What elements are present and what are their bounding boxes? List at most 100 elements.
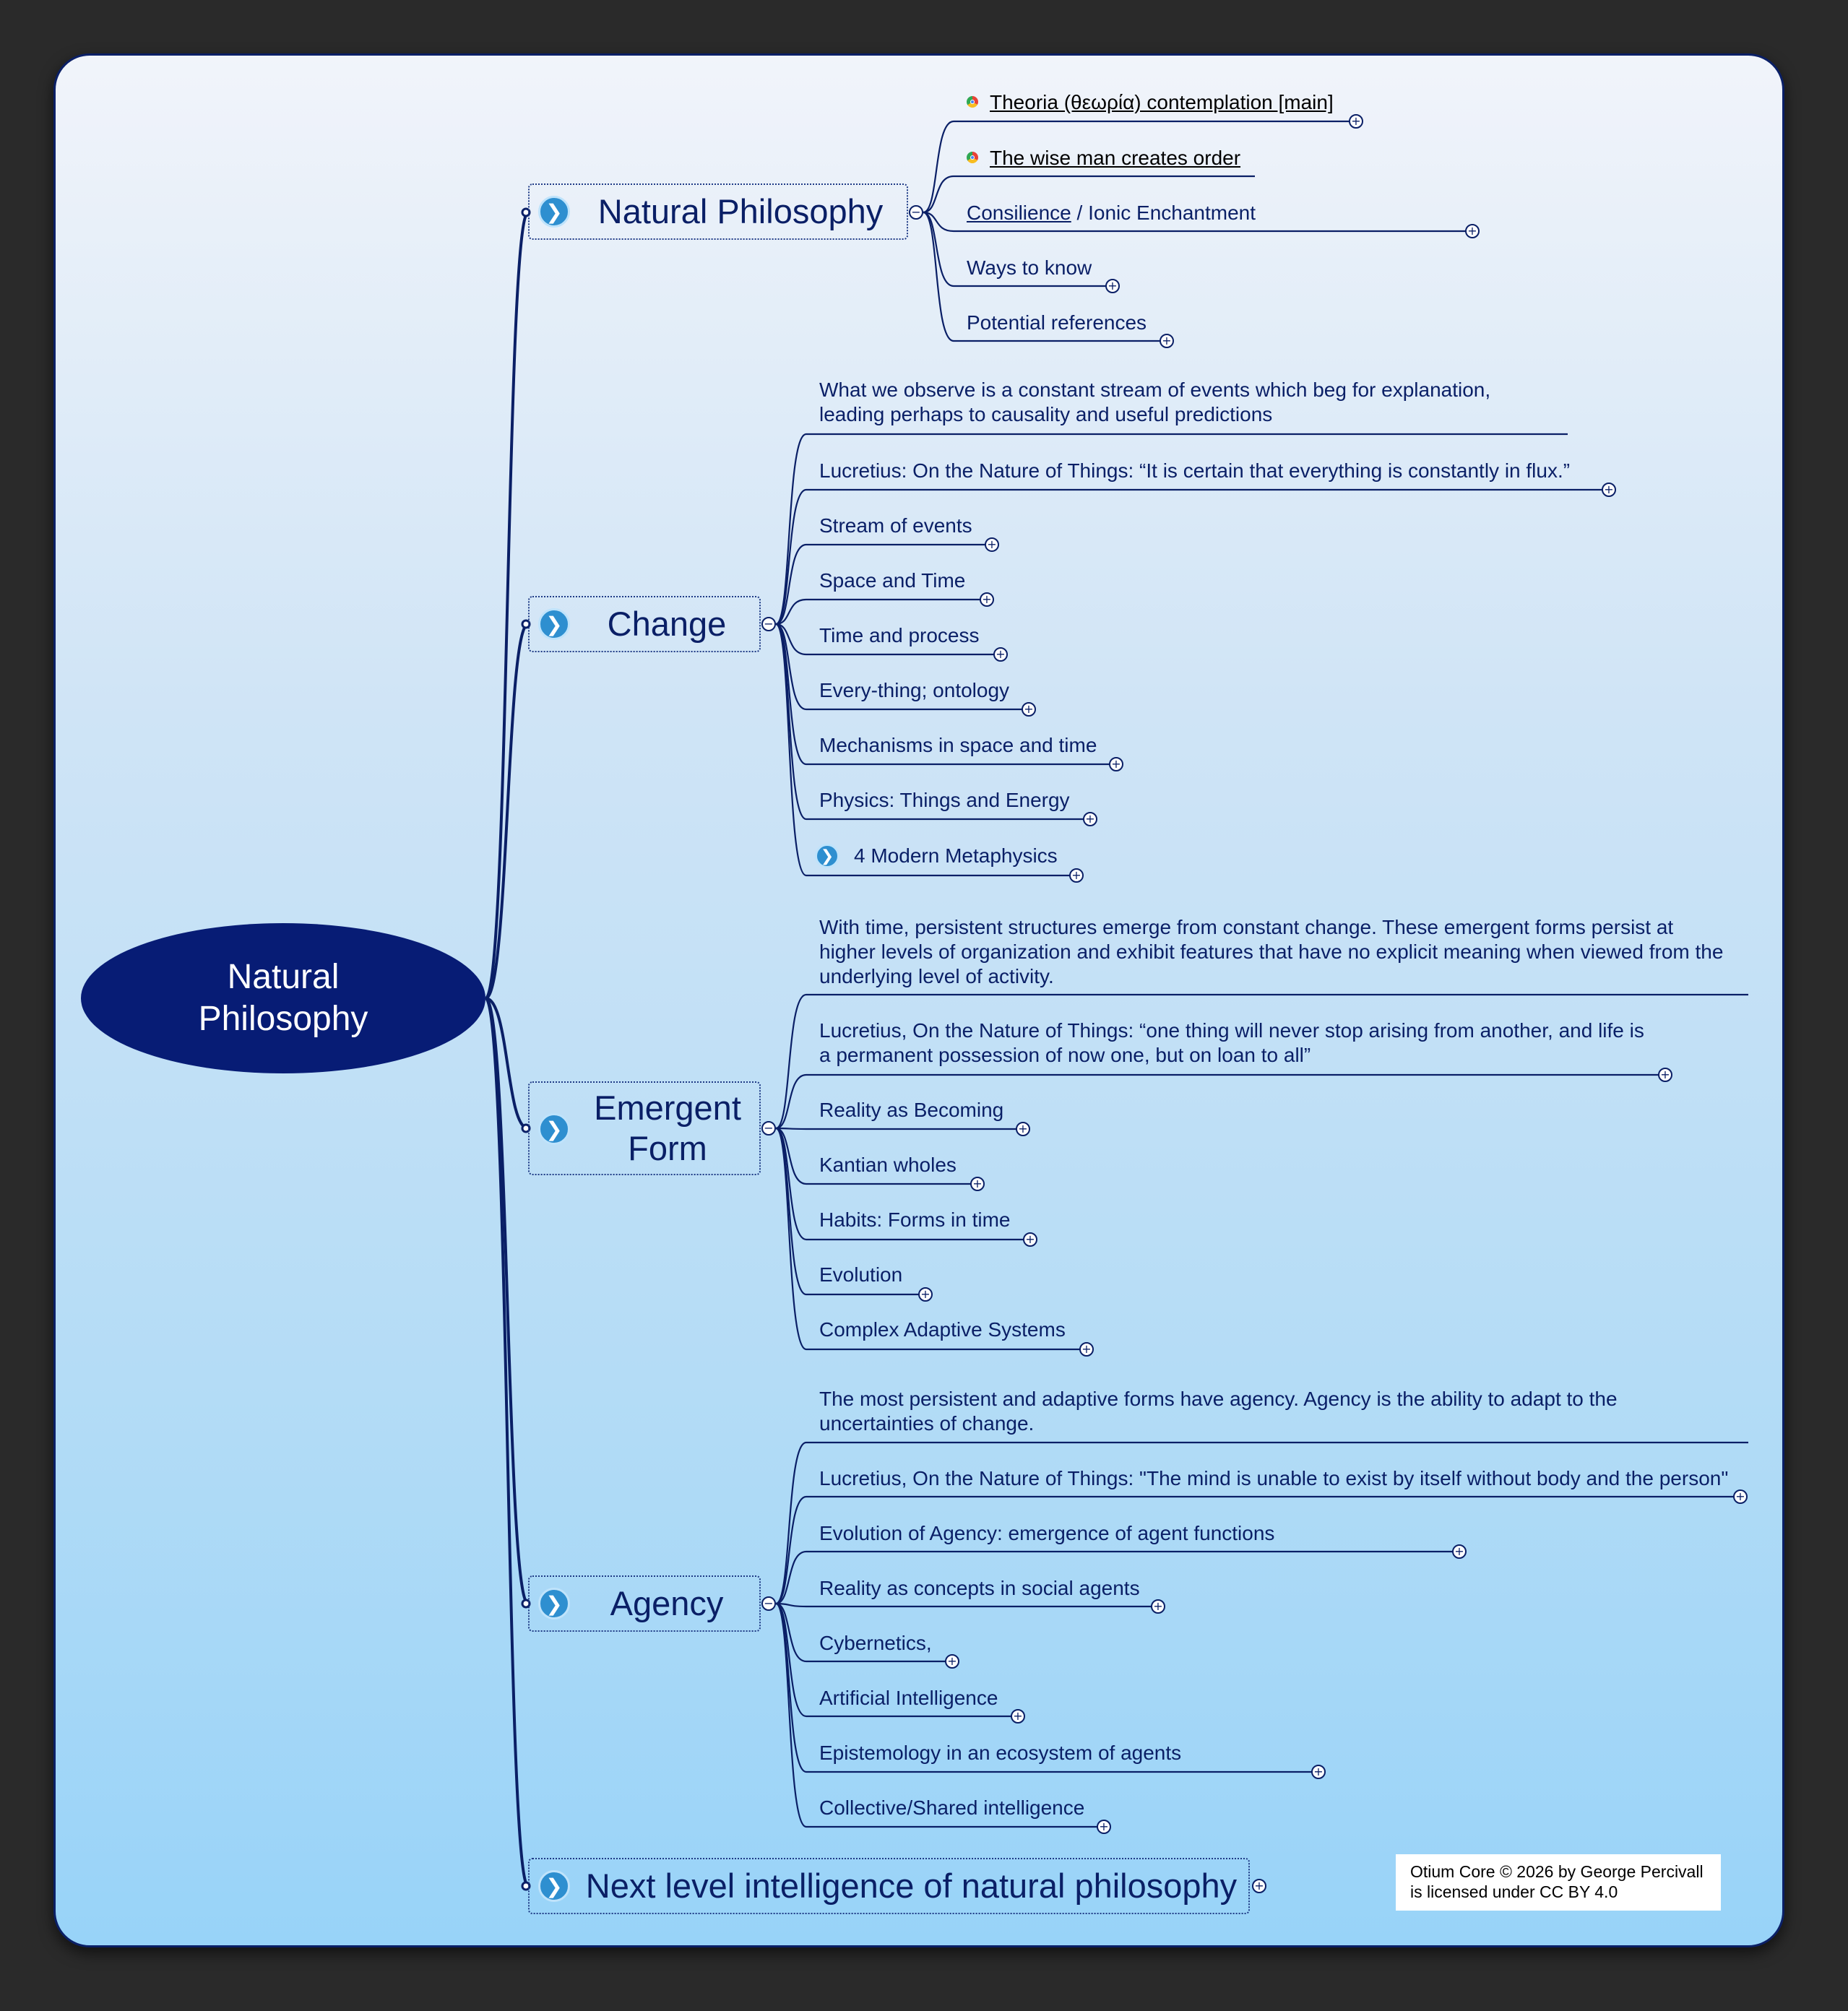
topic-emergent-form[interactable]: ❯ Emergent Form — [528, 1081, 761, 1175]
connector-line — [775, 1602, 952, 1663]
subtopic-text: Artificial Intelligence — [819, 1687, 998, 1709]
subtopic-text: Epistemology in an ecosystem of agents — [819, 1742, 1182, 1764]
subtopic[interactable]: Reality as concepts in social agents — [819, 1576, 1140, 1601]
navigate-icon[interactable]: ❯ — [538, 1870, 570, 1902]
expand-toggle[interactable]: + — [1658, 1068, 1672, 1082]
expand-toggle[interactable]: + — [918, 1287, 933, 1302]
subtopic[interactable]: Evolution — [819, 1263, 902, 1287]
subtopic[interactable]: Physics: Things and Energy — [819, 788, 1070, 813]
subtopic-link[interactable]: Consilience — [967, 202, 1071, 224]
connector-line — [774, 1127, 1087, 1351]
expand-toggle[interactable]: + — [1349, 114, 1363, 129]
subtopic[interactable]: 4 Modern Metaphysics — [854, 844, 1058, 868]
topic-label: Agency — [610, 1584, 724, 1622]
connector-line — [775, 488, 1609, 626]
subtopic[interactable]: Every-thing; ontology — [819, 678, 1009, 703]
topic-change[interactable]: ❯ Change — [528, 596, 761, 652]
connector-line — [775, 1127, 1030, 1241]
subtopic-text: Reality as concepts in social agents — [819, 1577, 1140, 1599]
connector-dot — [521, 619, 531, 629]
subtopic[interactable]: Stream of events — [819, 514, 972, 538]
expand-toggle[interactable]: + — [1083, 812, 1097, 826]
subtopic-link[interactable]: The wise man creates order — [990, 147, 1241, 169]
subtopic-text: Mechanisms in space and time — [819, 734, 1097, 756]
expand-toggle[interactable]: + — [1452, 1544, 1467, 1559]
expand-toggle[interactable]: + — [1311, 1765, 1326, 1779]
navigate-icon[interactable]: ❯ — [538, 1588, 570, 1619]
collapse-toggle[interactable]: − — [761, 1596, 776, 1611]
expand-toggle[interactable]: + — [1109, 757, 1123, 771]
expand-toggle[interactable]: + — [1160, 334, 1174, 348]
subtopic-text: Time and process — [819, 624, 980, 646]
topic-natural-philosophy[interactable]: ❯ Natural Philosophy — [528, 183, 908, 240]
subtopic[interactable]: Collective/Shared intelligence — [819, 1796, 1084, 1820]
connector-dot — [521, 1123, 531, 1133]
subtopic-text: Cybernetics, — [819, 1632, 932, 1654]
connector-line — [775, 543, 992, 626]
subtopic[interactable]: Lucretius, On the Nature of Things: “one… — [819, 1019, 1644, 1068]
subtopic[interactable]: The wise man creates order — [990, 146, 1240, 170]
connector-line — [485, 623, 530, 1000]
subtopic[interactable]: Space and Time — [819, 568, 965, 593]
collapse-toggle[interactable]: − — [761, 1121, 776, 1136]
subtopic[interactable]: Reality as Becoming — [819, 1098, 1003, 1123]
subtopic[interactable]: Lucretius: On the Nature of Things: “It … — [819, 459, 1570, 483]
subtopic[interactable]: With time, persistent structures emerge … — [819, 915, 1723, 989]
subtopic-text: With time, persistent structures emerge … — [819, 916, 1724, 987]
subtopic-link[interactable]: Theoria (θεωρία) contemplation [main] — [990, 91, 1334, 113]
topic-agency[interactable]: ❯ Agency — [528, 1575, 761, 1632]
subtopic[interactable]: Consilience / Ionic Enchantment — [967, 201, 1256, 225]
navigate-icon[interactable]: ❯ — [538, 196, 570, 228]
expand-toggle[interactable]: + — [1097, 1820, 1111, 1834]
expand-toggle[interactable]: + — [1105, 279, 1120, 293]
expand-toggle[interactable]: + — [1023, 1232, 1037, 1247]
subtopic[interactable]: Habits: Forms in time — [819, 1208, 1011, 1232]
connector-line — [923, 120, 1356, 214]
subtopic[interactable]: Theoria (θεωρία) contemplation [main] — [990, 90, 1334, 115]
subtopic[interactable]: Artificial Intelligence — [819, 1686, 998, 1711]
navigate-icon[interactable]: ❯ — [538, 608, 570, 640]
expand-toggle[interactable]: + — [985, 537, 999, 552]
subtopic[interactable]: Lucretius, On the Nature of Things: "The… — [819, 1466, 1728, 1491]
expand-toggle[interactable]: + — [945, 1654, 959, 1669]
connector-line — [775, 1602, 1158, 1608]
navigate-icon[interactable]: ❯ — [538, 1113, 570, 1145]
expand-toggle[interactable]: + — [1022, 702, 1036, 717]
expand-toggle[interactable]: + — [1465, 224, 1480, 238]
expand-toggle[interactable]: + — [970, 1177, 985, 1191]
collapse-toggle[interactable]: − — [909, 205, 923, 220]
subtopic[interactable]: Time and process — [819, 623, 980, 648]
connector-line — [775, 598, 987, 626]
subtopic-text: Evolution of Agency: emergence of agent … — [819, 1522, 1275, 1544]
subtopic[interactable]: Evolution of Agency: emergence of agent … — [819, 1521, 1274, 1546]
expand-toggle[interactable]: + — [1079, 1342, 1094, 1357]
expand-toggle[interactable]: + — [1151, 1599, 1165, 1614]
subtopic[interactable]: Epistemology in an ecosystem of agents — [819, 1741, 1181, 1765]
subtopic[interactable]: What we observe is a constant stream of … — [819, 378, 1490, 427]
subtopic[interactable]: Kantian wholes — [819, 1153, 957, 1177]
expand-toggle[interactable]: + — [1016, 1122, 1030, 1136]
chrome-icon — [967, 96, 978, 108]
navigate-icon[interactable]: ❯ — [815, 844, 839, 868]
subtopic[interactable]: The most persistent and adaptive forms h… — [819, 1387, 1618, 1436]
central-topic[interactable]: Natural Philosophy — [81, 923, 485, 1073]
subtopic[interactable]: Complex Adaptive Systems — [819, 1318, 1066, 1342]
expand-toggle[interactable]: + — [1011, 1709, 1025, 1724]
connector-line — [484, 997, 530, 1605]
expand-toggle[interactable]: + — [1069, 868, 1084, 883]
expand-toggle[interactable]: + — [1602, 483, 1616, 497]
collapse-toggle[interactable]: − — [761, 617, 776, 631]
subtopic[interactable]: Potential references — [967, 311, 1147, 335]
expand-toggle[interactable]: + — [1252, 1879, 1266, 1893]
subtopic-text: Every-thing; ontology — [819, 679, 1010, 701]
subtopic-text: The most persistent and adaptive forms h… — [819, 1388, 1618, 1435]
subtopic[interactable]: Ways to know — [967, 256, 1092, 280]
subtopic[interactable]: Cybernetics, — [819, 1631, 932, 1656]
topic-next-level[interactable]: ❯ Next level intelligence of natural phi… — [528, 1858, 1250, 1914]
subtopic[interactable]: Mechanisms in space and time — [819, 733, 1097, 758]
expand-toggle[interactable]: + — [980, 592, 994, 607]
expand-toggle[interactable]: + — [1733, 1489, 1748, 1504]
topic-label: Change — [607, 605, 727, 643]
expand-toggle[interactable]: + — [993, 647, 1008, 662]
